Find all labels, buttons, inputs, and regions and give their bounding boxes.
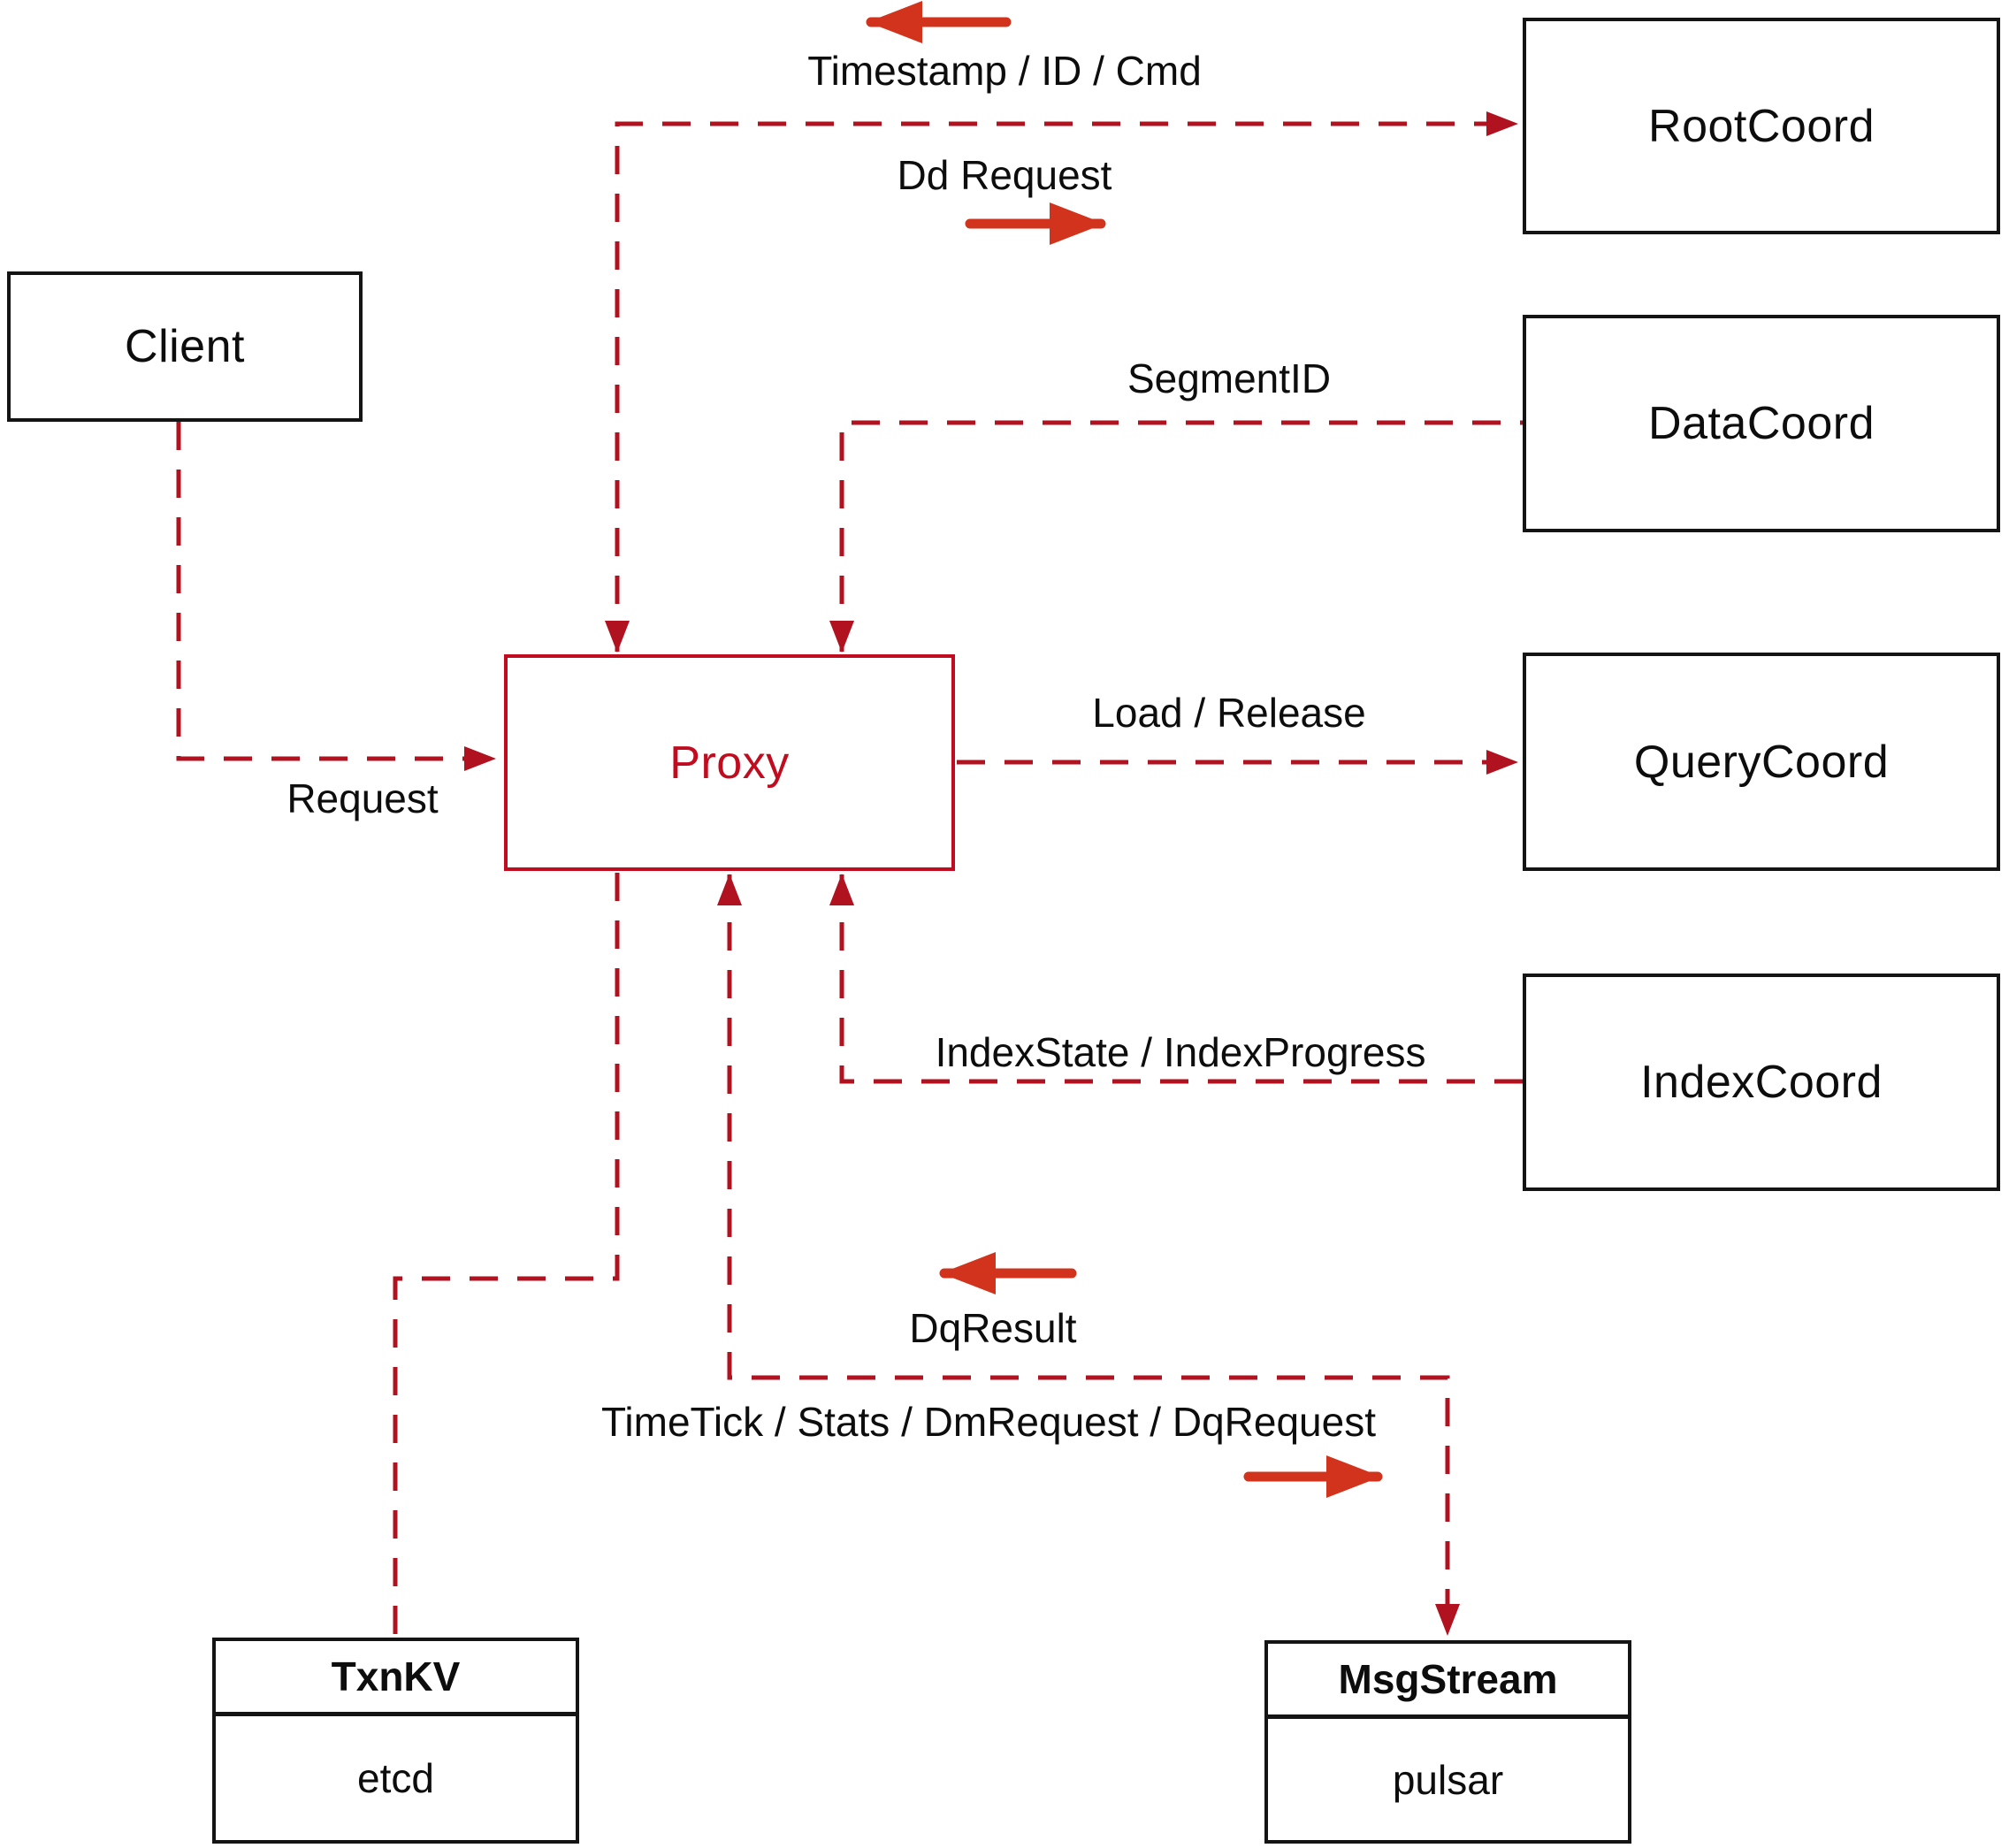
node-rootcoord: RootCoord (1523, 18, 2000, 234)
edge-label-segmentid: SegmentID (1127, 355, 1332, 401)
node-querycoord: QueryCoord (1523, 653, 2000, 871)
edge-label-indexstate-indexprogress: IndexState / IndexProgress (935, 1029, 1426, 1075)
node-txnkv: TxnKV etcd (212, 1638, 579, 1844)
edge-client-proxy (176, 422, 496, 771)
edge-proxy-msgstream (717, 874, 1460, 1636)
edge-datacoord-proxy (829, 420, 1523, 653)
node-indexcoord: IndexCoord (1523, 974, 2000, 1191)
edge-proxy-txnkv (393, 873, 620, 1636)
node-rootcoord-label: RootCoord (1648, 100, 1875, 152)
node-datacoord: DataCoord (1523, 315, 2000, 532)
node-proxy: Proxy (504, 654, 955, 871)
node-txnkv-title: TxnKV (216, 1641, 576, 1716)
edge-proxy-rootcoord (605, 111, 1518, 653)
edge-label-dd-request: Dd Request (897, 152, 1112, 198)
edge-label-timetick-stats-dmrequest-dqrequest: TimeTick / Stats / DmRequest / DqRequest (601, 1399, 1376, 1445)
node-querycoord-label: QueryCoord (1633, 736, 1890, 788)
node-msgstream: MsgStream pulsar (1264, 1640, 1631, 1844)
edge-label-load-release: Load / Release (1092, 690, 1366, 736)
node-msgstream-title: MsgStream (1268, 1644, 1628, 1719)
node-client: Client (7, 271, 363, 422)
edge-label-timestamp-id-cmd: Timestamp / ID / Cmd (807, 48, 1202, 94)
node-datacoord-label: DataCoord (1648, 398, 1875, 449)
node-indexcoord-label: IndexCoord (1640, 1057, 1883, 1108)
node-proxy-label: Proxy (669, 737, 790, 789)
node-msgstream-impl: pulsar (1392, 1756, 1504, 1803)
node-txnkv-impl: etcd (357, 1755, 434, 1801)
node-client-label: Client (125, 321, 245, 372)
edge-label-request: Request (286, 775, 439, 821)
edge-label-dqresult: DqResult (909, 1305, 1077, 1351)
